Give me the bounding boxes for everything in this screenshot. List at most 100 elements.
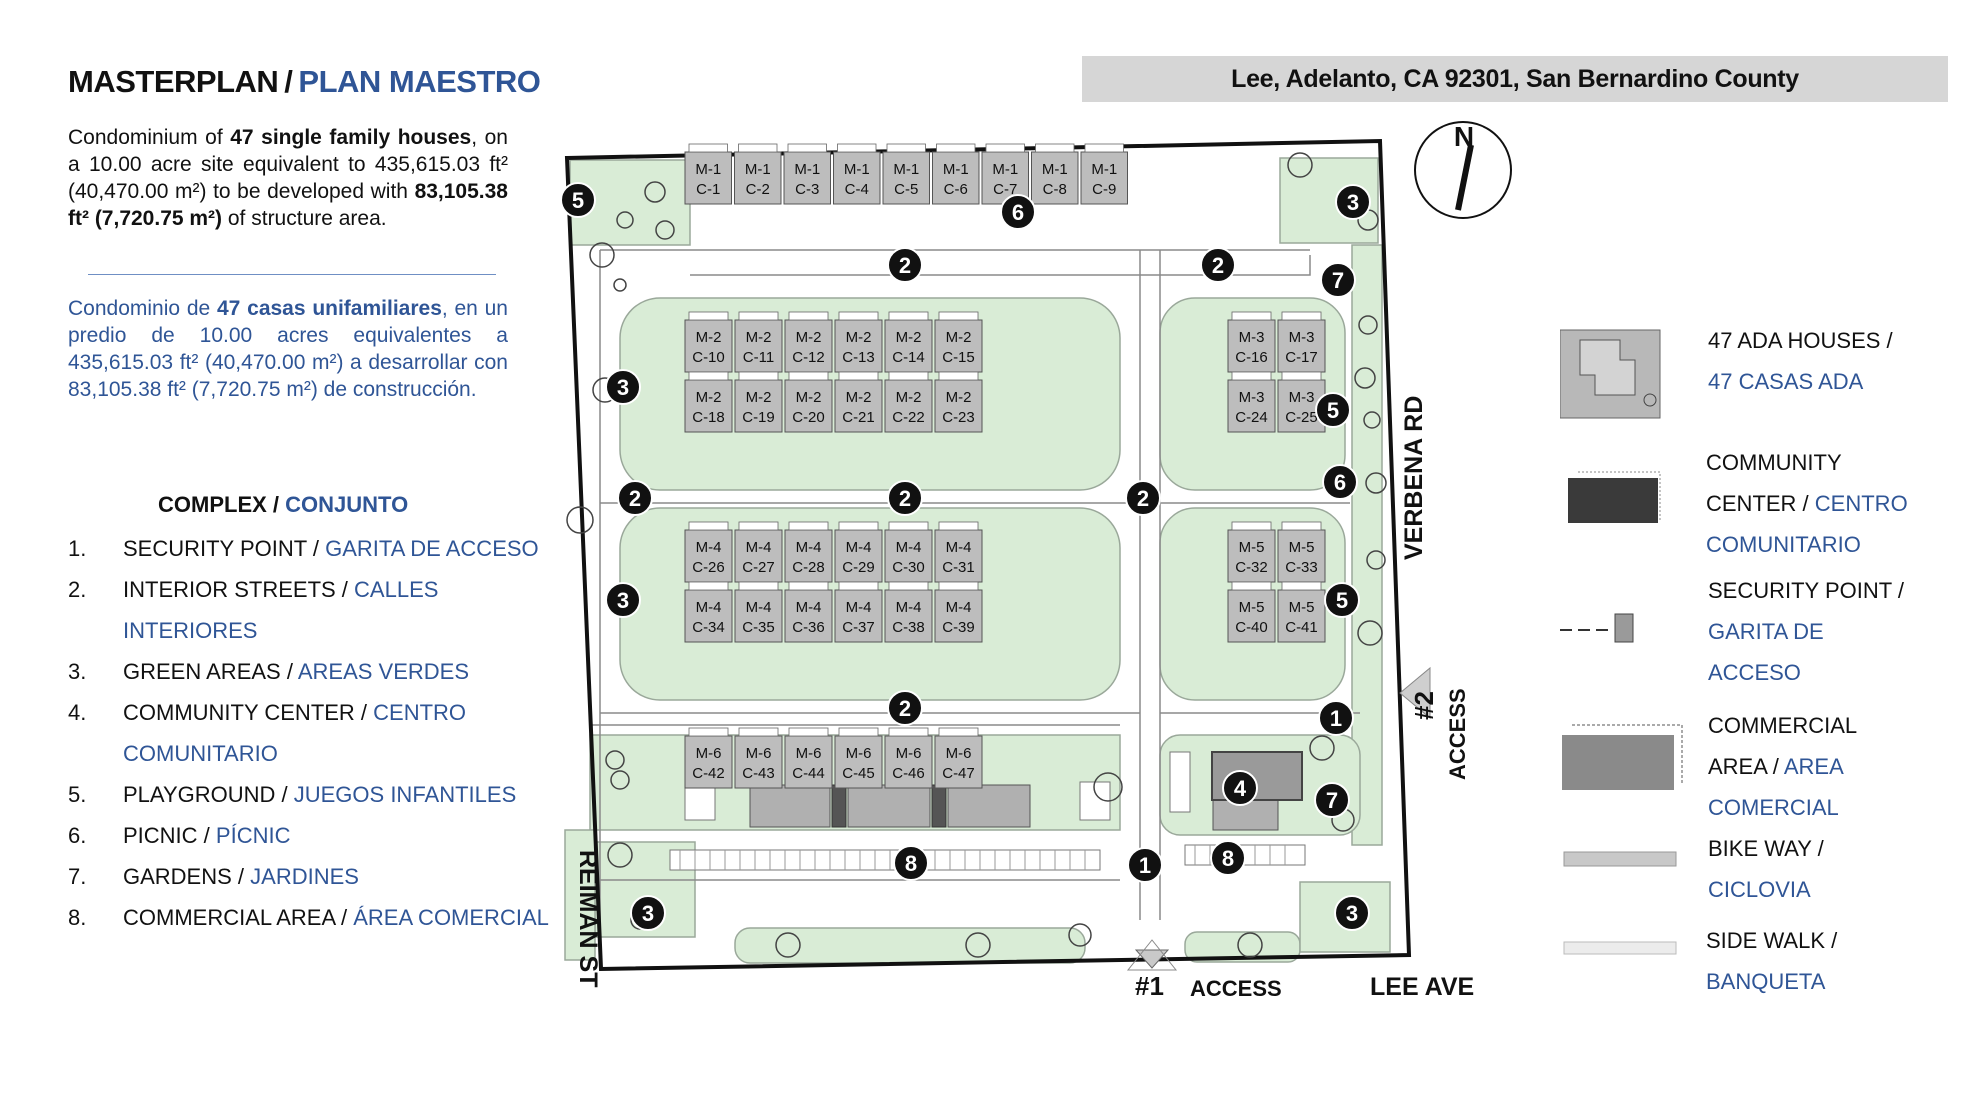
map-marker-circle (1314, 782, 1350, 818)
house-unit: M-2C-14 (884, 311, 933, 373)
complex-item: 4.COMMUNITY CENTER / CENTRO COMUNITARIO (68, 692, 563, 774)
complex-item-spanish: GARITA DE ACCESO (325, 536, 539, 561)
house-unit-label: C-15 (942, 349, 975, 366)
map-marker-circle (1315, 392, 1351, 428)
map-marker-number: 7 (1332, 268, 1344, 293)
house-model-label: M-1 (794, 161, 820, 178)
house-patio (838, 727, 879, 737)
house-patio (888, 521, 929, 531)
map-marker: 2 (887, 247, 923, 283)
house-shape (1277, 589, 1326, 643)
house-patio (738, 371, 779, 381)
map-marker: 2 (1200, 247, 1236, 283)
house-unit: M-5C-41 (1277, 581, 1326, 643)
legend-community-center: COMMUNITY CENTER / CENTRO COMUNITARIO (1706, 450, 1908, 557)
house-shape (834, 319, 883, 373)
ada-houses-swatch (1560, 329, 1661, 419)
house-unit-label: C-45 (842, 765, 875, 782)
house-unit-label: C-46 (892, 765, 925, 782)
house-unit-label: C-22 (892, 409, 925, 426)
map-marker: 8 (893, 845, 929, 881)
house-model-label: M-1 (893, 161, 919, 178)
house-shape (934, 529, 983, 583)
house-shape (734, 529, 783, 583)
house-model-label: M-1 (943, 161, 969, 178)
house-model-label: M-6 (896, 745, 922, 762)
house-shape (834, 529, 883, 583)
street-reiman-st: REIMAN ST (574, 850, 602, 988)
house-unit: M-2C-12 (784, 311, 833, 373)
house-model-label: M-2 (696, 389, 722, 406)
house-unit: M-4C-31 (934, 521, 983, 583)
house-unit-label: C-11 (743, 349, 774, 366)
map-marker: 3 (1335, 184, 1371, 220)
complex-title-spanish: CONJUNTO (285, 492, 409, 517)
house-unit-label: C-12 (792, 349, 825, 366)
map-marker-circle (1000, 194, 1036, 230)
map-marker-number: 1 (1139, 853, 1151, 878)
house-unit-label: C-9 (1092, 181, 1116, 198)
house-unit-label: C-3 (795, 181, 819, 198)
description-english: Condominium of 47 single family houses, … (68, 124, 508, 232)
complex-item-english: SECURITY POINT / (123, 536, 326, 561)
house-model-label: M-5 (1239, 539, 1265, 556)
map-marker-circle (605, 369, 641, 405)
address-text: Lee, Adelanto, CA 92301, San Bernardino … (1231, 65, 1799, 93)
access-1-arrow (1134, 949, 1170, 969)
map-marker: 8 (1210, 840, 1246, 876)
house-model-label: M-4 (946, 599, 972, 616)
house-model-label: M-2 (896, 329, 922, 346)
house-patio (738, 581, 779, 591)
street-verbena-rd: VERBENA RD (1400, 396, 1428, 560)
house-model-label: M-4 (746, 539, 772, 556)
house-unit-label: C-21 (842, 409, 875, 426)
map-marker: 5 (560, 182, 596, 218)
house-unit: M-2C-10 (684, 311, 733, 373)
compass-icon (1414, 121, 1512, 219)
house-unit: M-3C-16 (1227, 311, 1276, 373)
house-unit: M-6C-45 (834, 727, 883, 789)
house-patio (938, 581, 979, 591)
desc-es-bold-1: 47 casas unifamiliares (217, 297, 442, 320)
house-unit-label: C-31 (942, 559, 975, 576)
house-model-label: M-6 (946, 745, 972, 762)
house-shape (734, 379, 783, 433)
house-shape (734, 319, 783, 373)
legend-commercial-area: COMMERCIAL AREA / AREA COMERCIAL (1708, 713, 1858, 820)
house-shape (1227, 379, 1276, 433)
map-marker-number: 2 (1212, 253, 1224, 278)
house-model-label: M-5 (1239, 599, 1265, 616)
complex-item: 2.INTERIOR STREETS / CALLES INTERIORES (68, 569, 563, 651)
access-1-label: ACCESS (1190, 976, 1282, 1000)
divider (88, 274, 496, 275)
map-marker-circle (1318, 700, 1354, 736)
legend-ada-houses: 47 ADA HOUSES / 47 CASAS ADA (1708, 328, 1893, 394)
map-marker-number: 2 (1137, 486, 1149, 511)
map-marker: 2 (617, 480, 653, 516)
house-unit: M-1C-1 (684, 143, 732, 205)
complex-item-number: 6. (68, 823, 87, 848)
complex-item-spanish: CENTRO COMUNITARIO (123, 700, 467, 766)
map-marker-number: 6 (1012, 200, 1024, 225)
legend: 47 ADA HOUSES / 47 CASAS ADA COMMUNITY C… (1560, 320, 1960, 1020)
house-unit-label: C-14 (892, 349, 925, 366)
complex-item-number: 1. (68, 536, 87, 561)
description-spanish: Condominio de 47 casas unifamiliares, en… (68, 295, 508, 403)
map-marker-number: 3 (617, 375, 629, 400)
house-patio (688, 581, 729, 591)
house-unit: M-5C-40 (1227, 581, 1276, 643)
house-unit: M-3C-24 (1227, 371, 1276, 433)
house-unit: M-1C-5 (882, 143, 930, 205)
house-unit-label: C-18 (692, 409, 725, 426)
house-patio (738, 727, 779, 737)
bike-way-swatch (1563, 851, 1677, 867)
access-2-arrow (1399, 666, 1431, 720)
house-shape (1227, 589, 1276, 643)
house-model-label: M-6 (796, 745, 822, 762)
house-unit-label: C-7 (993, 181, 1017, 198)
commercial-area (749, 784, 1279, 831)
house-shape (784, 529, 833, 583)
map-marker-number: 2 (629, 486, 641, 511)
house-unit: M-4C-36 (784, 581, 833, 643)
